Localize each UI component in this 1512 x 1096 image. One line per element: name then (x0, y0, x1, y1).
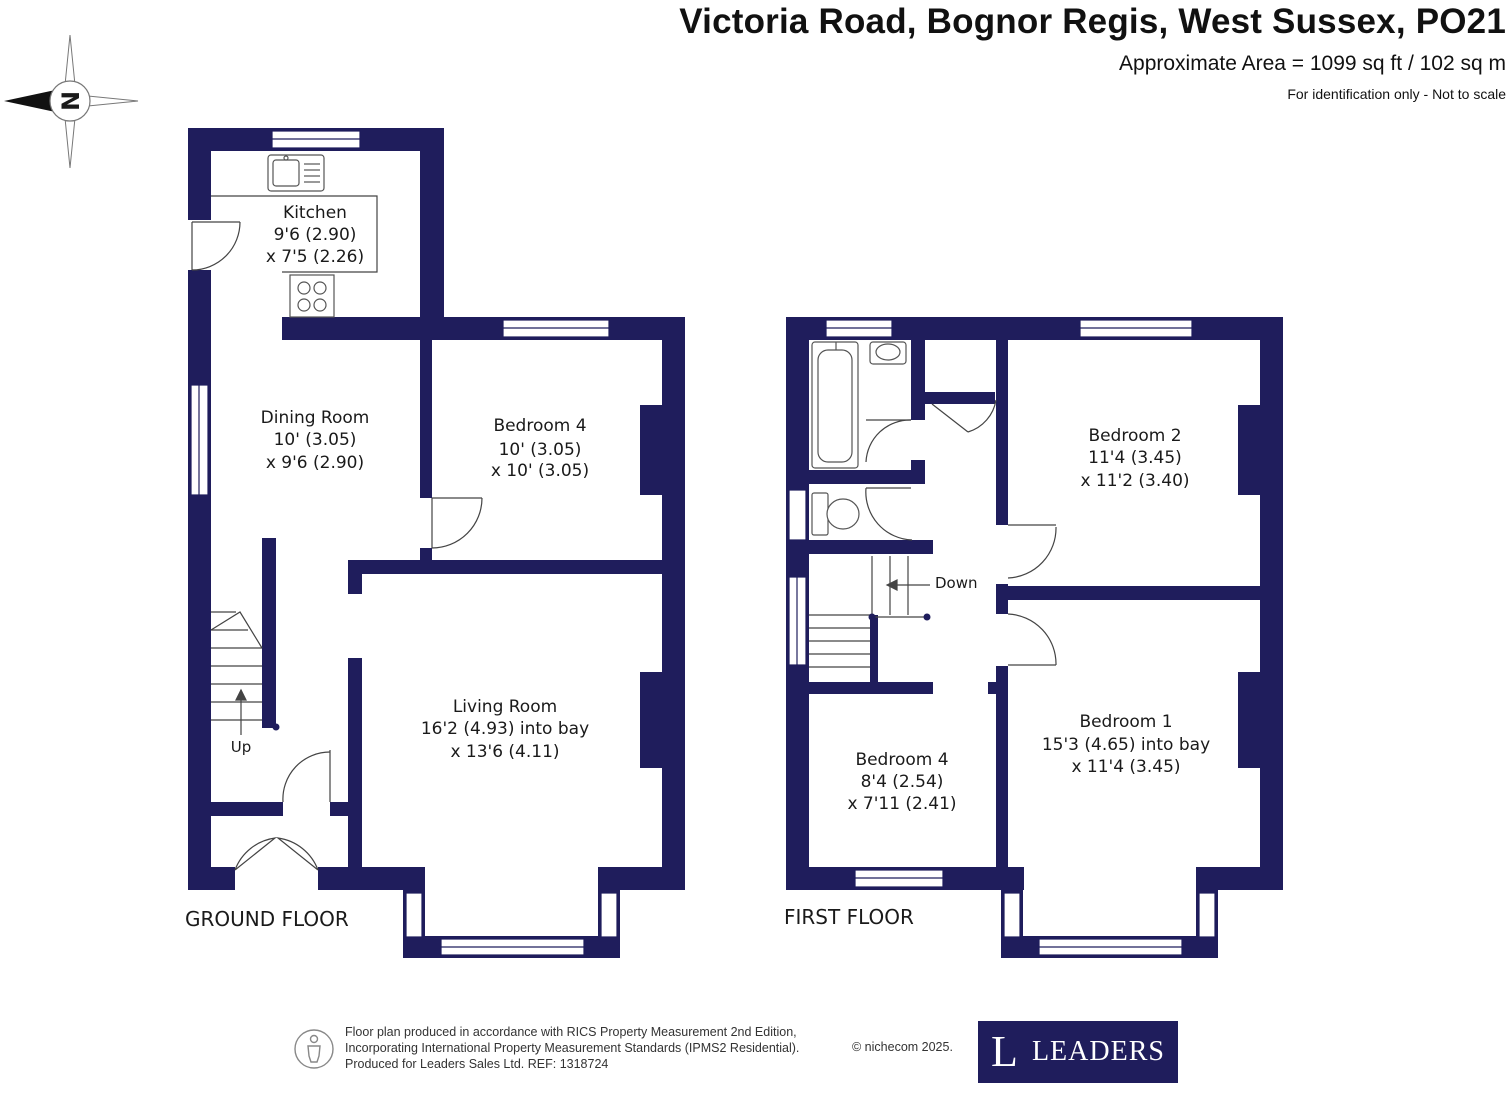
logo-word: LEADERS (1031, 1036, 1165, 1067)
copyright: © nichecom 2025. (852, 1040, 953, 1054)
ground-floor-label: GROUND FLOOR (185, 907, 349, 931)
living-name: Living Room (453, 697, 557, 717)
person-icon (294, 1029, 334, 1069)
basin-icon (869, 341, 907, 365)
living-dim2: x 13'6 (4.11) (450, 742, 559, 762)
bedroom4-gf-dim2: x 10' (3.05) (491, 461, 589, 481)
first-floor-windows (788, 319, 1216, 956)
kitchen-sink-icon (267, 154, 325, 192)
first-floor-label: FIRST FLOOR (784, 905, 914, 929)
bedroom2-dim1: 11'4 (3.45) (1088, 448, 1182, 468)
bath-icon (811, 341, 859, 469)
compass-letter: N (57, 91, 85, 111)
disclaimer: For identification only - Not to scale (1287, 86, 1506, 102)
bedroom2-dim2: x 11'2 (3.40) (1080, 471, 1189, 491)
dining-dim1: 10' (3.05) (274, 430, 357, 450)
first-floor-plan (786, 317, 1283, 958)
stairs-down-label: Down (935, 574, 978, 592)
logo-letter: L (991, 1027, 1018, 1076)
stairs-up-label: Up (231, 738, 252, 756)
footer-line-1: Floor plan produced in accordance with R… (345, 1025, 797, 1039)
bedroom1-dim1: 15'3 (4.65) into bay (1042, 735, 1210, 755)
footer-line-2: Incorporating International Property Mea… (345, 1041, 800, 1055)
ground-floor-plan (188, 128, 685, 958)
footer-line-3: Produced for Leaders Sales Ltd. REF: 131… (345, 1057, 609, 1071)
ground-floor-windows (190, 130, 618, 956)
bedroom4-ff-dim2: x 7'11 (2.41) (847, 794, 956, 814)
bedroom1-name: Bedroom 1 (1079, 712, 1172, 732)
kitchen-name: Kitchen (283, 203, 347, 223)
dining-dim2: x 9'6 (2.90) (266, 453, 364, 473)
footer-notes: Floor plan produced in accordance with R… (345, 1024, 799, 1072)
compass-icon: N (4, 34, 139, 169)
ground-floor-labels: Kitchen 9'6 (2.90) x 7'5 (2.26) Dining R… (185, 203, 589, 931)
bedroom4-ff-name: Bedroom 4 (855, 750, 948, 770)
toilet-icon (811, 492, 860, 536)
page-title: Victoria Road, Bognor Regis, West Sussex… (679, 2, 1506, 41)
leaders-logo: L LEADERS (978, 1021, 1178, 1083)
kitchen-dim2: x 7'5 (2.26) (266, 247, 364, 267)
approximate-area: Approximate Area = 1099 sq ft / 102 sq m (1119, 52, 1506, 75)
first-floor-labels: Bedroom 2 11'4 (3.45) x 11'2 (3.40) Bedr… (784, 426, 1210, 929)
living-dim1: 16'2 (4.93) into bay (421, 719, 589, 739)
bedroom4-gf-name: Bedroom 4 (493, 416, 586, 436)
hob-icon (289, 274, 335, 318)
dining-name: Dining Room (261, 408, 370, 428)
ground-floor-doors (191, 195, 483, 871)
kitchen-dim1: 9'6 (2.90) (274, 225, 357, 245)
bedroom2-name: Bedroom 2 (1088, 426, 1181, 446)
bedroom4-ff-dim1: 8'4 (2.54) (861, 772, 944, 792)
first-floor-doors (809, 399, 1057, 668)
bedroom1-dim2: x 11'4 (3.45) (1071, 757, 1180, 777)
bedroom4-gf-dim1: 10' (3.05) (499, 440, 582, 460)
